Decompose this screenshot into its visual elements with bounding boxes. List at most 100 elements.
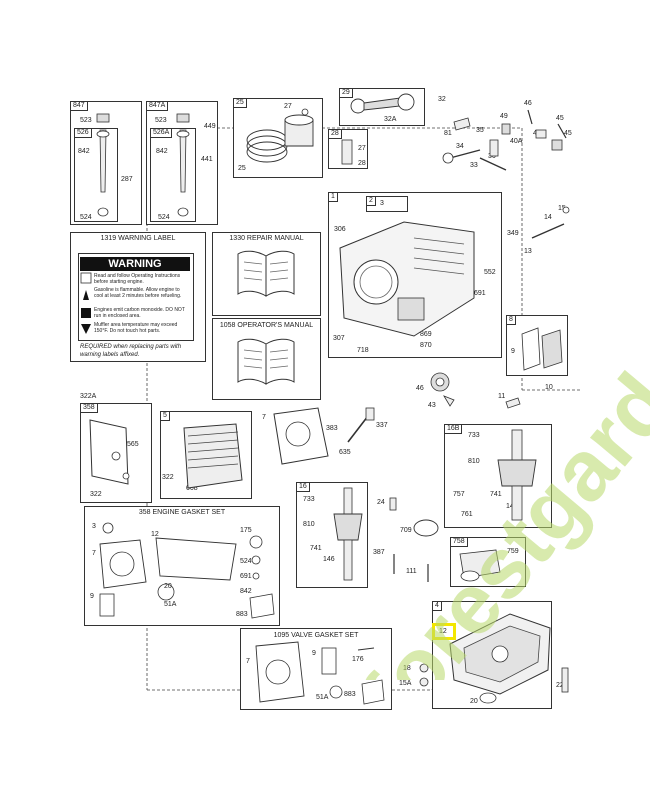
part-number[interactable]: 810 bbox=[303, 521, 315, 528]
part-number[interactable]: 49 bbox=[500, 113, 508, 120]
part-number[interactable]: 733 bbox=[468, 432, 480, 439]
part-number[interactable]: 32A bbox=[384, 116, 397, 123]
part-number[interactable]: 25 bbox=[238, 165, 246, 172]
part-box-526[interactable] bbox=[74, 128, 118, 222]
part-number[interactable]: 28 bbox=[358, 160, 366, 167]
part-number[interactable]: 13 bbox=[524, 248, 532, 255]
part-number[interactable]: 45 bbox=[564, 130, 572, 137]
part-number[interactable]: 24 bbox=[377, 499, 385, 506]
part-number[interactable]: 46 bbox=[416, 385, 424, 392]
part-number[interactable]: 7 bbox=[92, 550, 96, 557]
part-number[interactable]: 709 bbox=[400, 527, 412, 534]
part-number[interactable]: 842 bbox=[240, 588, 252, 595]
part-box-526a[interactable] bbox=[150, 128, 196, 222]
part-number[interactable]: 9 bbox=[90, 593, 94, 600]
part-number[interactable]: 307 bbox=[333, 335, 345, 342]
part-number[interactable]: 111 bbox=[406, 568, 417, 575]
part-number-selected[interactable]: 12 bbox=[439, 628, 447, 635]
box-label-2: 2 bbox=[366, 196, 376, 206]
part-number[interactable]: 883 bbox=[344, 691, 356, 698]
part-number[interactable]: 741 bbox=[310, 545, 322, 552]
part-number[interactable]: 741 bbox=[490, 491, 502, 498]
part-number[interactable]: 869 bbox=[420, 331, 432, 338]
part-number[interactable]: 635 bbox=[339, 449, 351, 456]
box-label-5: 5 bbox=[160, 411, 170, 421]
seal-and-pin-illustration bbox=[389, 497, 439, 582]
part-number[interactable]: 449 bbox=[204, 123, 216, 130]
part-number[interactable]: 11 bbox=[498, 393, 506, 400]
part-number[interactable]: 524 bbox=[158, 214, 170, 221]
part-number[interactable]: 668 bbox=[186, 485, 198, 492]
part-number[interactable]: 81 bbox=[444, 130, 452, 137]
part-number[interactable]: 691 bbox=[240, 573, 252, 580]
part-number[interactable]: 810 bbox=[468, 458, 480, 465]
part-number[interactable]: 7 bbox=[246, 658, 250, 665]
part-number[interactable]: 842 bbox=[156, 148, 168, 155]
part-number[interactable]: 18 bbox=[403, 665, 411, 672]
part-number[interactable]: 718 bbox=[357, 347, 369, 354]
part-number[interactable]: 552 bbox=[484, 269, 496, 276]
part-number[interactable]: 441 bbox=[201, 156, 213, 163]
cylinder-block-illustration bbox=[339, 221, 475, 337]
part-number[interactable]: 34 bbox=[456, 143, 464, 150]
part-number[interactable]: 27 bbox=[284, 103, 292, 110]
part-number[interactable]: 9 bbox=[511, 348, 515, 355]
part-number[interactable]: 40A bbox=[510, 138, 523, 145]
part-number[interactable]: 32 bbox=[438, 96, 446, 103]
part-number[interactable]: 322A bbox=[80, 393, 97, 400]
part-number[interactable]: 565 bbox=[127, 441, 139, 448]
part-number[interactable]: 691 bbox=[474, 290, 486, 297]
part-number[interactable]: 383 bbox=[326, 425, 338, 432]
part-number[interactable]: 733 bbox=[303, 496, 315, 503]
part-number[interactable]: 349 bbox=[507, 230, 519, 237]
part-number[interactable]: 175 bbox=[240, 527, 252, 534]
part-number[interactable]: 176 bbox=[352, 656, 364, 663]
part-number[interactable]: 3 bbox=[380, 200, 384, 207]
part-number[interactable]: 14 bbox=[544, 214, 552, 221]
part-number[interactable]: 15A bbox=[399, 680, 412, 687]
part-number[interactable]: 12 bbox=[151, 531, 159, 538]
part-number[interactable]: 43 bbox=[428, 402, 436, 409]
part-number[interactable]: 523 bbox=[80, 117, 92, 124]
part-number[interactable]: 761 bbox=[461, 511, 473, 518]
part-number[interactable]: 45 bbox=[556, 115, 564, 122]
part-number[interactable]: 524 bbox=[240, 558, 252, 565]
part-number[interactable]: 36 bbox=[488, 153, 496, 160]
part-number[interactable]: 842 bbox=[78, 148, 90, 155]
part-number[interactable]: 387 bbox=[373, 549, 385, 556]
valve-gasket-set-title: 1095 VALVE GASKET SET bbox=[273, 632, 359, 639]
balancer-illustration bbox=[459, 549, 501, 582]
valve-gasket-set-box[interactable] bbox=[240, 628, 392, 710]
part-number[interactable]: 51A bbox=[164, 601, 177, 608]
part-number[interactable]: 322 bbox=[162, 474, 174, 481]
part-number[interactable]: 3 bbox=[92, 523, 96, 530]
part-number[interactable]: 46 bbox=[524, 100, 532, 107]
part-number[interactable]: 306 bbox=[334, 226, 346, 233]
warning-heading: WARNING bbox=[80, 257, 190, 271]
part-number[interactable]: 9 bbox=[312, 650, 316, 657]
part-number[interactable]: 10 bbox=[545, 384, 553, 391]
part-number[interactable]: 337 bbox=[376, 422, 388, 429]
part-number[interactable]: 524 bbox=[80, 214, 92, 221]
part-number[interactable]: 20 bbox=[164, 583, 172, 590]
part-number[interactable]: 759 bbox=[507, 548, 519, 555]
part-number[interactable]: 870 bbox=[420, 342, 432, 349]
part-number[interactable]: 51A bbox=[316, 694, 329, 701]
part-number[interactable]: 146 bbox=[323, 556, 335, 563]
part-number[interactable]: 22 bbox=[556, 682, 564, 689]
part-number[interactable]: 757 bbox=[453, 491, 465, 498]
part-number[interactable]: 27 bbox=[358, 145, 366, 152]
part-number[interactable]: 35 bbox=[476, 127, 484, 134]
box-label-16b: 16B bbox=[444, 424, 463, 434]
part-number[interactable]: 7 bbox=[262, 414, 266, 421]
part-number[interactable]: 883 bbox=[236, 611, 248, 618]
selected-part-highlight[interactable] bbox=[432, 623, 456, 640]
part-box-16b[interactable] bbox=[444, 424, 552, 528]
engine-gasket-set-box[interactable] bbox=[84, 506, 280, 626]
part-number[interactable]: 523 bbox=[155, 117, 167, 124]
part-number[interactable]: 287 bbox=[121, 176, 133, 183]
part-number[interactable]: 33 bbox=[470, 162, 478, 169]
part-number[interactable]: 15 bbox=[558, 205, 566, 212]
part-number[interactable]: 322 bbox=[90, 491, 102, 498]
part-number[interactable]: 20 bbox=[470, 698, 478, 705]
